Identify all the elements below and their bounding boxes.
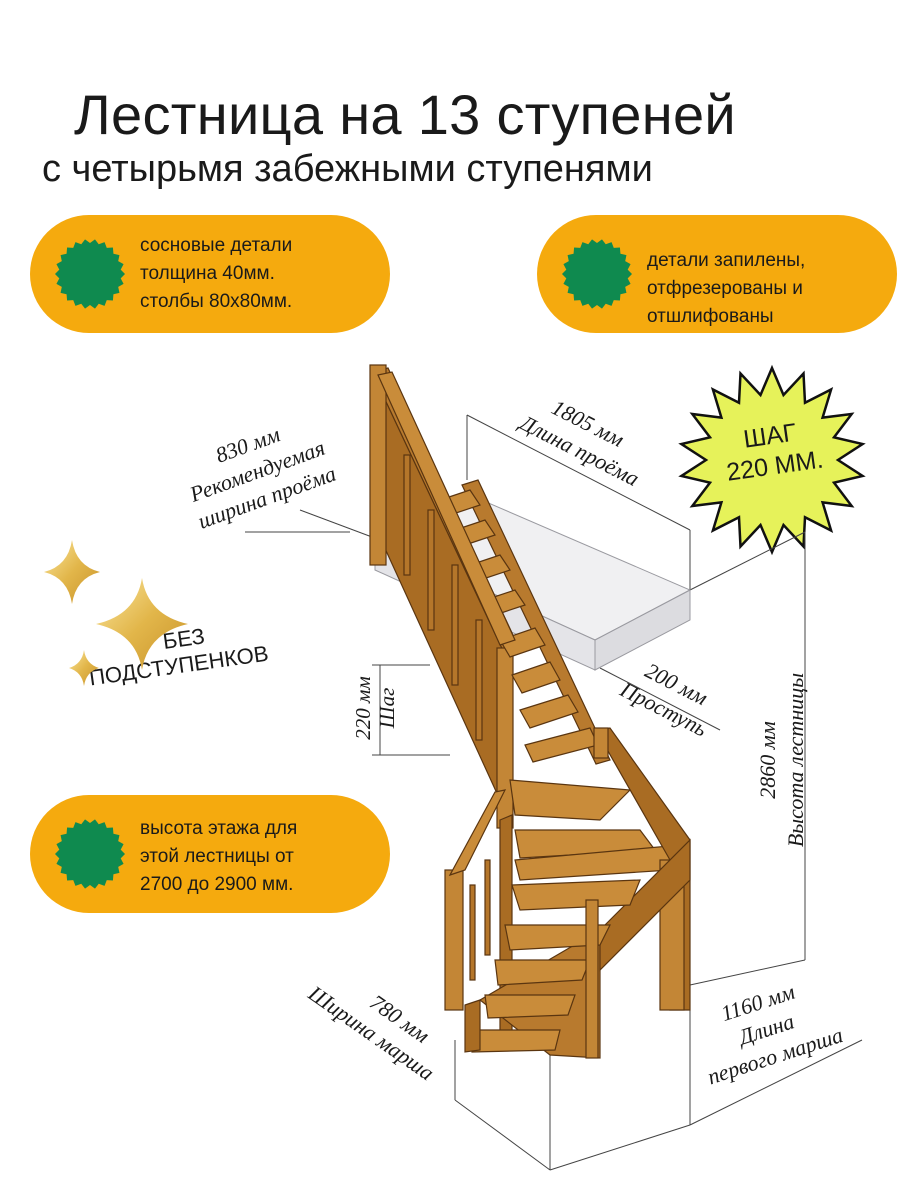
feature-line: этой лестницы от (140, 846, 294, 867)
feature-line: толщина 40мм. (140, 263, 275, 284)
dim-opening-width: 830 мм Рекомендуемая ширина проёма (185, 421, 339, 533)
starburst-icon (678, 364, 866, 556)
feature-line: детали запилены, (647, 250, 806, 271)
feature-line: 2700 до 2900 мм. (140, 874, 294, 895)
dimension-lines (245, 414, 863, 1171)
dim-value: 2860 мм (755, 721, 780, 799)
feature-pill-material: сосновые детали толщина 40мм. столбы 80х… (30, 215, 390, 333)
dim-label: Высота лестницы (783, 673, 808, 847)
feature-line: сосновые детали (140, 235, 293, 256)
sparkle-icon (44, 540, 188, 686)
dim-height: 2860 мм Высота лестницы (755, 673, 808, 847)
feature-line: высота этажа для (140, 818, 298, 839)
dim-step: 220 мм Шаг (351, 676, 399, 740)
green-rosette-icon (55, 239, 125, 309)
page-subtitle: с четырьмя забежными ступенями (42, 148, 653, 190)
dim-tread: 200 мм Проступь (615, 658, 711, 742)
green-rosette-icon (562, 239, 632, 309)
staircase-model (369, 364, 691, 1059)
dim-first-flight: 1160 мм Длина первого марша (704, 979, 846, 1090)
feature-line: столбы 80х80мм. (140, 291, 293, 312)
page-title: Лестница на 13 ступеней (73, 83, 736, 146)
feature-pill-floor-height: высота этажа для этой лестницы от 2700 д… (30, 795, 390, 913)
dim-opening-length: 1805 мм Длина проёма (514, 394, 643, 491)
feature-pill-processing: детали запилены, отфрезерованы и отшлифо… (537, 215, 897, 333)
dim-label: Шаг (375, 688, 399, 730)
green-rosette-icon (55, 819, 125, 889)
feature-line: отфрезерованы и (647, 278, 803, 299)
dim-flight-width: 780 мм Ширина марша (303, 980, 439, 1085)
feature-line: отшлифованы (647, 306, 774, 327)
dim-value: 220 мм (351, 676, 375, 740)
